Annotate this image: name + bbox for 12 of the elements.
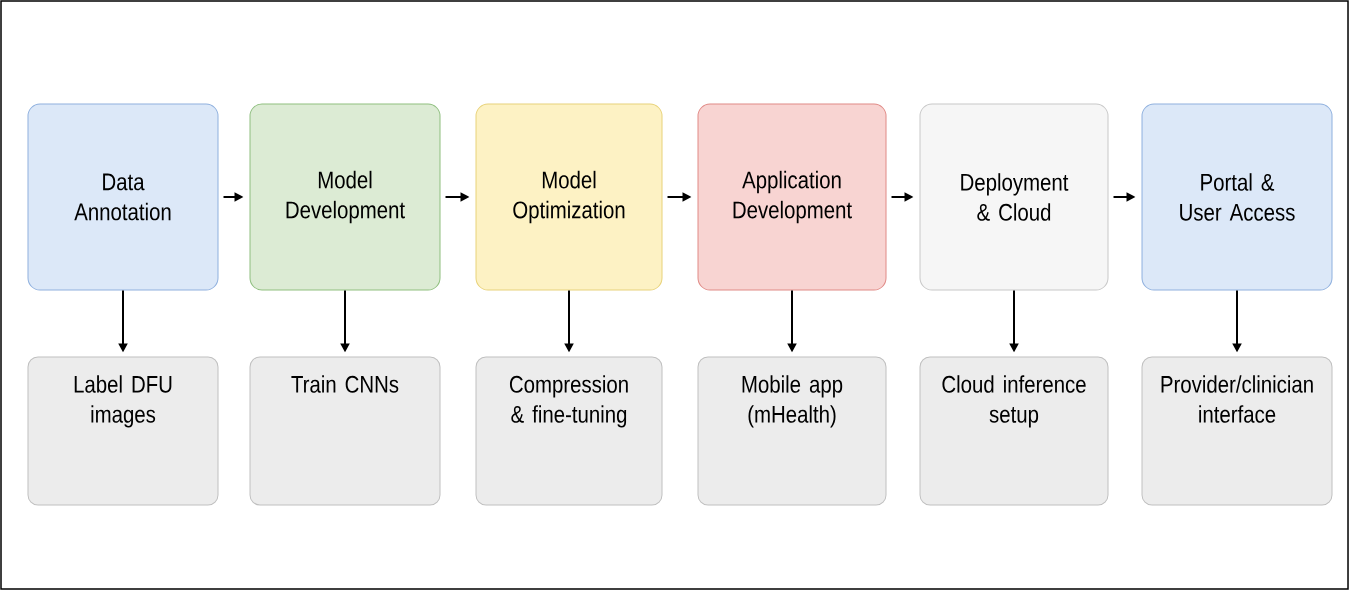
task-box: Compression & fine-tuning [475,356,663,506]
task-box: Provider/clinician interface [1141,356,1333,506]
stage-box: Model Optimization [475,103,663,291]
task-box: Mobile app (mHealth) [697,356,887,506]
stage-box: Deployment & Cloud [919,103,1109,291]
stage-box: Application Development [697,103,887,291]
stage-box: Data Annotation [27,103,219,291]
task-box: Train CNNs [249,356,441,506]
stage-box: Portal & User Access [1141,103,1333,291]
task-box: Label DFU images [27,356,219,506]
stage-box: Model Development [249,103,441,291]
task-box: Cloud inference setup [919,356,1109,506]
